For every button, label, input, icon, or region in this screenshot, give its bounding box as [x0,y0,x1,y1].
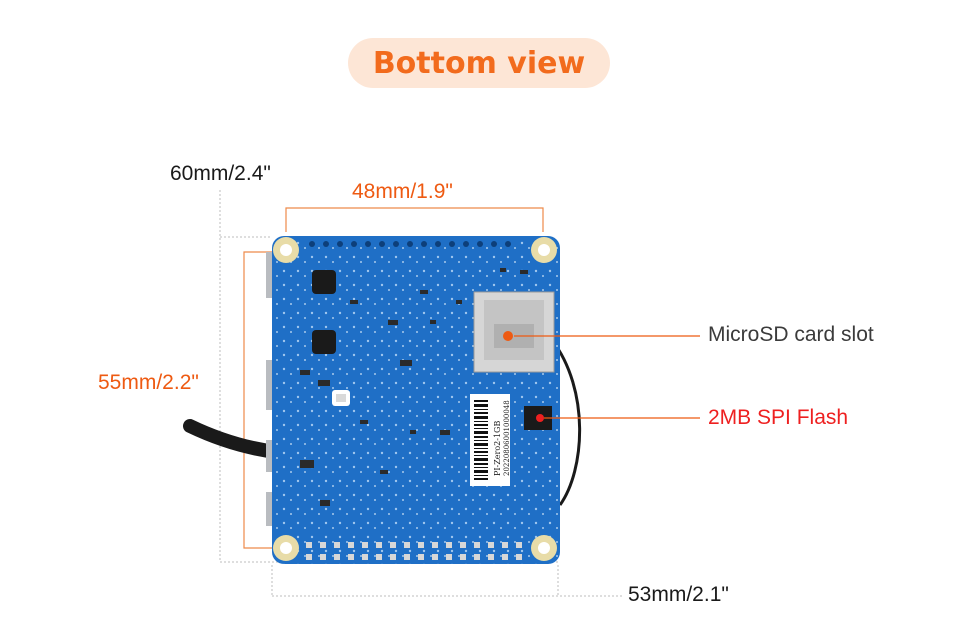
board-width-label: 53mm/2.1" [628,583,729,606]
cable [183,419,283,459]
microsd-slot [473,291,555,373]
title-text: Bottom view [372,45,586,81]
top-header-pins [309,241,511,247]
sticker-model: PI-Zero2-1GB [493,421,502,476]
inductors [312,270,336,354]
hole-spacing-x-label: 48mm/1.9" [352,180,453,203]
board-length-label: 60mm/2.4" [170,162,271,185]
callout-lines [514,335,700,419]
antenna-wire [550,339,582,506]
serial-label-text: PI-Zero2-1GB 20220806001000048 [493,400,511,476]
sticker-serial: 20220806001000048 [503,400,511,476]
microsd-callout: MicroSD card slot [708,323,874,346]
spi-flash-callout: 2MB SPI Flash [708,406,849,429]
smd-components [300,268,528,506]
bottom-header-pins [306,542,522,560]
orange-dimension-lines [243,207,544,549]
hole-spacing-y-label: 55mm/2.2" [98,371,199,394]
title-badge: Bottom view [348,38,610,88]
serial-label-sticker [470,394,510,486]
mounting-holes [273,237,557,561]
